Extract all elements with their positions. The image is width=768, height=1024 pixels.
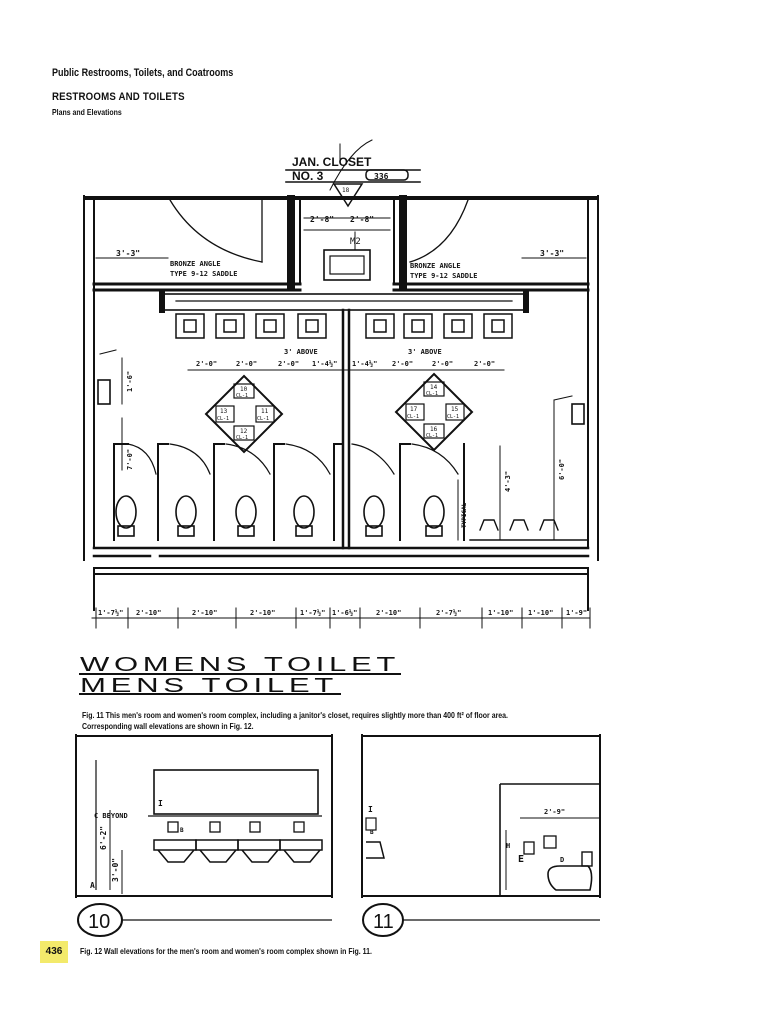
diamond-left-left-code: CL-1	[217, 416, 229, 422]
diamond-right-left-code: CL-1	[407, 414, 419, 420]
diamond-right-top-code: CL-1	[426, 391, 438, 397]
elev-mark-B-left: B	[180, 827, 184, 834]
lav-dim-left-3: 2'-0"	[278, 360, 299, 368]
elev-dim-6-2: 6'-2"	[99, 826, 108, 850]
diamond-left-left: 13	[220, 408, 228, 415]
dim-right-door: 3'-3"	[540, 249, 564, 258]
diamond-right-bottom: 16	[430, 426, 438, 433]
elev-dim-2-9: 2'-9"	[544, 808, 565, 816]
bottom-dim-5: 1'-7½"	[300, 609, 325, 617]
diamond-left-right-code: CL-1	[257, 416, 269, 422]
closet-dim-2: 2'-8"	[350, 215, 374, 224]
diamond-right-top: 14	[430, 384, 438, 391]
lav-dim-right-3: 2'-0"	[432, 360, 453, 368]
diamond-left-top: 10	[240, 386, 248, 393]
m2-label: M2	[350, 237, 361, 247]
mens-toilet-label: MENS TOILET	[80, 675, 338, 697]
saddle-left-line2: TYPE 9-12 SADDLE	[170, 270, 237, 278]
figure-11-caption: Fig. 11 This men's room and women's room…	[82, 710, 508, 732]
typical-note: TYPICAL	[461, 502, 468, 528]
bottom-dim-4: 2'-10"	[250, 609, 275, 617]
page-title: RESTROOMS AND TOILETS	[52, 91, 185, 103]
womens-toilet-label: WOMENS TOILET	[80, 654, 400, 676]
lav-dim-left-2: 2'-0"	[236, 360, 257, 368]
diamond-right-right-code: CL-1	[447, 414, 459, 420]
dim-1-6: 1'-6"	[126, 371, 134, 392]
bottom-dim-2: 2'-10"	[136, 609, 161, 617]
elev-left-number: 10	[88, 911, 110, 933]
diamond-right-bottom-code: CL-1	[426, 433, 438, 439]
elev-mark-I-right: I	[368, 805, 373, 814]
dim-7-0: 7'-0"	[126, 449, 134, 470]
jan-closet-number: NO. 3	[292, 169, 324, 183]
elev-beyond-note: C BEYOND	[94, 812, 128, 820]
elev-mark-H: H	[506, 842, 510, 850]
bottom-dim-3: 2'-10"	[192, 609, 217, 617]
figure-12-caption: Fig. 12 Wall elevations for the men's ro…	[80, 946, 372, 956]
diamond-left-bottom-code: CL-1	[236, 435, 248, 441]
bottom-dim-7: 2'-10"	[376, 609, 401, 617]
elev-mark-E: E	[518, 854, 524, 865]
saddle-right-line2: TYPE 9-12 SADDLE	[410, 272, 477, 280]
diamond-left-bottom: 12	[240, 428, 248, 435]
lav-dim-right-1: 1'-4½"	[352, 360, 377, 368]
section-header: Public Restrooms, Toilets, and Coatrooms	[52, 67, 234, 79]
dim-left-door: 3'-3"	[116, 249, 140, 258]
saddle-left-line1: BRONZE ANGLE	[170, 260, 221, 268]
bottom-dim-10: 1'-10"	[528, 609, 553, 617]
elev-dim-3-0: 3'-0"	[111, 858, 120, 882]
elev-mark-D: D	[560, 856, 564, 864]
bottom-dim-8: 2'-7½"	[436, 609, 461, 617]
lav-dim-left-4: 1'-4½"	[312, 360, 337, 368]
lav-dim-right-4: 2'-0"	[474, 360, 495, 368]
diamond-left-right: 11	[261, 408, 269, 415]
dim-4-3: 4'-3"	[504, 471, 512, 492]
page-number: 436	[40, 941, 68, 963]
closet-dim-1: 2'-8"	[310, 215, 334, 224]
bottom-dim-9: 1'-10"	[488, 609, 513, 617]
jan-closet-title: JAN. CLOSET	[292, 155, 372, 169]
elev-mark-A: A	[90, 881, 95, 890]
above-right: 3' ABOVE	[408, 348, 442, 356]
diamond-left-top-code: CL-1	[236, 393, 248, 399]
elev-right-number: 11	[373, 911, 394, 933]
bottom-dim-6: 1'-6½"	[332, 609, 357, 617]
lav-dim-left-1: 2'-0"	[196, 360, 217, 368]
jan-closet-tag: 336	[374, 172, 389, 181]
bottom-dim-1: 1'-7½"	[98, 609, 123, 617]
saddle-right-line1: BRONZE ANGLE	[410, 262, 461, 270]
figure-11-caption-line2: Corresponding wall elevations are shown …	[82, 721, 254, 731]
diamond-right-left: 17	[410, 406, 418, 413]
dim-6-0: 6'-0"	[558, 459, 566, 480]
page-subtitle: Plans and Elevations	[52, 107, 122, 117]
lav-dim-right-2: 2'-0"	[392, 360, 413, 368]
bottom-dim-11: 1'-9"	[566, 609, 587, 617]
figure-11-caption-line1: Fig. 11 This men's room and women's room…	[82, 710, 508, 720]
elev-mark-B-right: B	[370, 829, 374, 836]
above-left: 3' ABOVE	[284, 348, 318, 356]
closet-tag-code: CL-1	[338, 196, 350, 202]
closet-tag-number: 18	[342, 187, 350, 194]
diamond-right-right: 15	[451, 406, 459, 413]
elev-mark-I-left: I	[158, 799, 163, 808]
